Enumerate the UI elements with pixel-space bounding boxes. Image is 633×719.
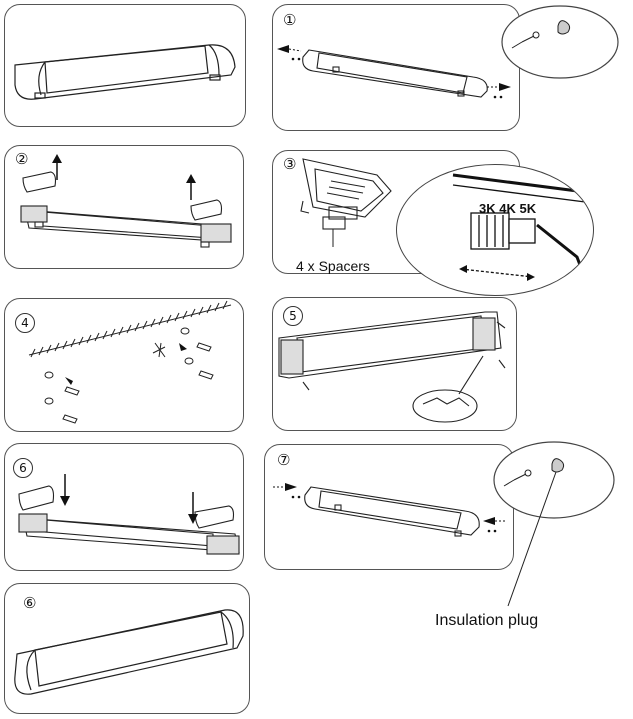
fixture-illustration [14,44,236,100]
panel-step-4: 4 [4,298,244,432]
panel-step-5: 5 [272,297,517,431]
panel-fixture-overview [4,4,246,127]
screw-detail-circle [501,5,619,79]
step-number: ⑦ [277,451,291,469]
wall-mounting-illustration [28,300,232,424]
insulation-plug-caption: Insulation plug [435,612,539,629]
panel-step-2: ② [4,145,244,269]
fixture-insert-screws-illustration [273,483,507,537]
step-number: ⑥ [23,594,37,612]
installed-fixture-illustration [14,609,244,695]
cct-switch-detail [452,173,593,281]
step-number: 5 [283,306,303,326]
fixture-remove-screws-illustration [277,45,511,99]
step-number: ① [283,11,297,29]
step-number: 6 [13,458,33,478]
step-number: ② [15,150,29,168]
step-number: ③ [283,155,297,173]
panel-step-1: ① [272,4,520,131]
panel-step-6: 6 [4,443,244,571]
fixture-on-wall-illustration [278,311,506,423]
panel-final-fixture: ⑥ [4,583,250,714]
panel-step-7: ⑦ [264,444,514,570]
cct-switch-illustration [300,158,392,247]
step-number: 4 [15,313,35,333]
cct-detail-circle: 3K 4K 5K [396,164,594,296]
insulation-plug-detail-circle [493,441,615,519]
cct-options-label: 3K 4K 5K [479,201,537,216]
attach-end-caps-illustration [18,474,240,555]
remove-end-caps-illustration [20,154,232,248]
spacers-caption: 4 x Spacers [296,258,370,274]
